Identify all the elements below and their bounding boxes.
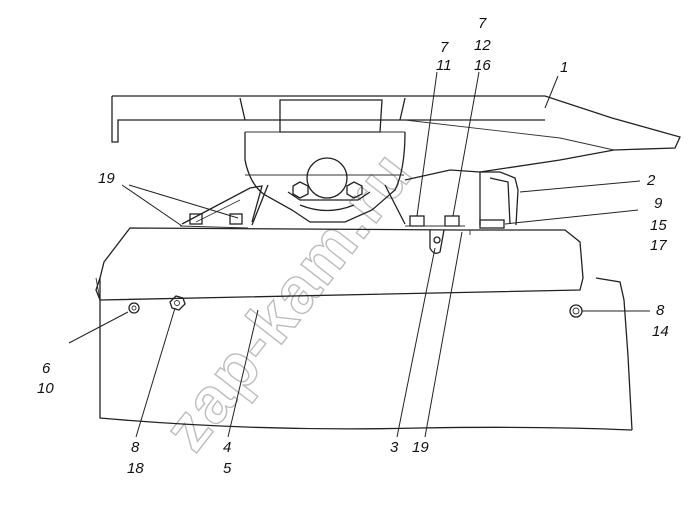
callout-labels: 1 2 7 11 7 12 16 9 15 17 19 8 14 6 10 8 …	[37, 15, 669, 477]
callout-17: 17	[650, 237, 667, 254]
callout-8-right: 8	[656, 302, 665, 319]
callout-5: 5	[223, 460, 232, 477]
leader-lines	[68, 71, 650, 438]
mounting-plate	[99, 227, 584, 301]
callout-15: 15	[650, 217, 667, 234]
callout-11: 11	[436, 57, 452, 74]
callout-12: 12	[474, 37, 491, 54]
left-bracket	[179, 185, 263, 229]
fasteners	[128, 215, 583, 318]
callout-8-bottom: 8	[131, 439, 140, 456]
callout-18: 18	[127, 460, 144, 477]
callout-9: 9	[654, 195, 663, 212]
callout-4: 4	[223, 439, 231, 456]
hitch-housing	[244, 99, 406, 226]
callout-6: 6	[42, 360, 51, 377]
callout-7-upper: 7	[440, 39, 449, 56]
callout-2: 2	[646, 172, 656, 189]
callout-7-top: 7	[478, 15, 487, 32]
callout-14: 14	[652, 323, 669, 340]
callout-3: 3	[390, 439, 399, 456]
callout-10: 10	[37, 380, 54, 397]
callout-19-bottom: 19	[412, 439, 429, 456]
callout-16: 16	[474, 57, 491, 74]
watermark: zap-kam.ru	[149, 137, 426, 463]
lock-handle	[404, 169, 519, 229]
coupling-plate	[111, 95, 681, 173]
callout-1: 1	[560, 59, 568, 76]
chassis-frame	[95, 277, 633, 431]
callout-19-left: 19	[98, 170, 115, 187]
